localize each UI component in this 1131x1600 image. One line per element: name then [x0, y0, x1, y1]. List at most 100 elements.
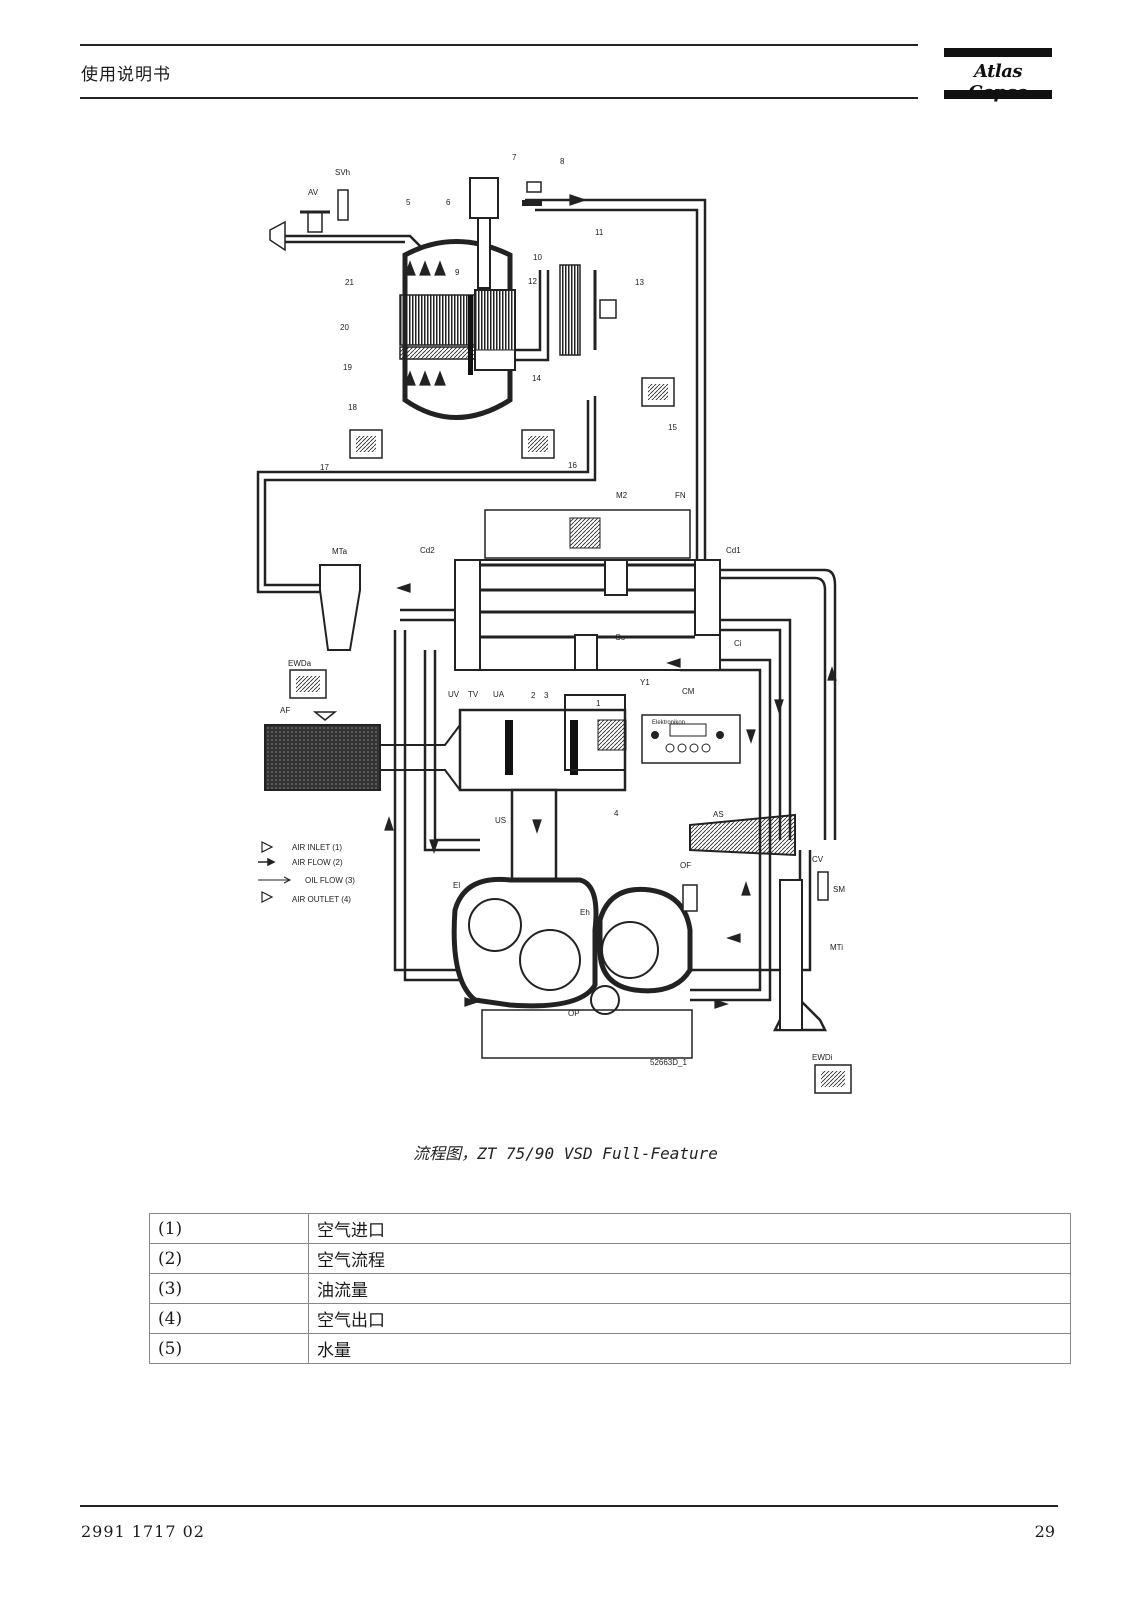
- label-y1: Y1: [640, 678, 650, 687]
- callout-7: 7: [512, 153, 517, 162]
- air-outlet-arrow-icon: [269, 220, 286, 252]
- callout-11: 11: [595, 228, 604, 237]
- legend-key: (3): [149, 1273, 309, 1304]
- legend-row: (1) 空气进口: [149, 1213, 1071, 1244]
- label-cd2: Cd2: [420, 546, 435, 555]
- label-ewda: EWDa: [288, 659, 312, 668]
- key-filled-arrow-icon: [258, 857, 276, 867]
- legend-table: (1) 空气进口 (2) 空气流程 (3) 油流量 (4) 空气出口 (5) 水…: [149, 1213, 1071, 1364]
- label-as: AS: [713, 810, 724, 819]
- gearbox: [481, 1009, 693, 1059]
- drain-valve-icon: [469, 177, 499, 219]
- key-air-inlet: AIR INLET (1): [292, 843, 342, 852]
- callout-8: 8: [560, 157, 565, 166]
- legend-value: 空气出口: [308, 1303, 1071, 1334]
- logo-bar-top: [944, 48, 1052, 57]
- label-ua: UA: [493, 690, 505, 699]
- drain-valve-15-icon: [641, 377, 675, 407]
- check-valve-icon: [526, 181, 542, 193]
- callout-6: 6: [446, 198, 451, 207]
- label-fn: FN: [675, 491, 686, 500]
- oil-pump-icon: [590, 985, 620, 1015]
- label-uv: UV: [448, 690, 460, 699]
- air-filter: [264, 724, 381, 791]
- label-cv: CV: [812, 855, 824, 864]
- callout-3: 3: [544, 691, 549, 700]
- intercooler-separator: [779, 879, 803, 1031]
- key-air-outlet: AIR OUTLET (4): [292, 895, 351, 904]
- solenoid-valve-icon: [597, 719, 627, 751]
- drain-valve-16-icon: [521, 429, 555, 459]
- label-ci: Ci: [734, 639, 742, 648]
- callout-2: 2: [531, 691, 536, 700]
- label-us: US: [495, 816, 506, 825]
- safety-valve-icon: [337, 189, 349, 221]
- label-mta: MTa: [332, 547, 348, 556]
- key-outlet-arrow-icon: [261, 891, 274, 903]
- low-pressure-element: [451, 876, 599, 1009]
- manual-title: 使用说明书: [81, 65, 171, 85]
- label-sm: SM: [833, 885, 845, 894]
- key-air-flow: AIR FLOW (2): [292, 858, 343, 867]
- callout-20: 20: [340, 323, 349, 332]
- logo-bar-bottom: [944, 90, 1052, 99]
- callout-15: 15: [668, 423, 677, 432]
- legend-value: 水量: [308, 1333, 1071, 1364]
- legend-key: (2): [149, 1243, 309, 1274]
- document-number: 2991 1717 02: [81, 1522, 205, 1541]
- callout-21: 21: [345, 278, 354, 287]
- callout-1: 1: [596, 699, 601, 708]
- atlas-copco-logo: Atlas Copco: [944, 48, 1052, 103]
- water-separator-icon: [319, 564, 361, 651]
- label-tv: TV: [468, 690, 479, 699]
- page-number: 29: [1034, 1522, 1055, 1541]
- label-cd1: Cd1: [726, 546, 741, 555]
- callout-13: 13: [635, 278, 644, 287]
- callout-19: 19: [343, 363, 352, 372]
- label-of: OF: [680, 861, 691, 870]
- callout-4: 4: [614, 809, 619, 818]
- callout-16: 16: [568, 461, 577, 470]
- dryer-cooler: [559, 264, 581, 356]
- callout-5: 5: [406, 198, 411, 207]
- aftercooler: [689, 813, 796, 857]
- flow-diagram: AIR INLET (1) AIR FLOW (2) OIL FLOW (3) …: [250, 150, 880, 1125]
- header-rule-top: [80, 44, 918, 46]
- legend-value: 空气进口: [308, 1213, 1071, 1244]
- label-mti: MTi: [830, 943, 843, 952]
- legend-value: 空气流程: [308, 1243, 1071, 1274]
- legend-row: (3) 油流量: [149, 1273, 1071, 1304]
- legend-row: (4) 空气出口: [149, 1303, 1071, 1334]
- legend-key: (5): [149, 1333, 309, 1364]
- drawing-id: 52663D_1: [650, 1058, 687, 1067]
- high-pressure-element: [597, 886, 693, 994]
- legend-row: (2) 空气流程: [149, 1243, 1071, 1274]
- label-el: El: [453, 881, 460, 890]
- flow-diagram-svg: AIR INLET (1) AIR FLOW (2) OIL FLOW (3) …: [256, 153, 852, 1094]
- header-rule-bottom: [80, 97, 918, 99]
- key-line-arrow-icon: [258, 876, 292, 884]
- drain-valve-17-icon: [349, 429, 383, 459]
- callout-10: 10: [533, 253, 542, 262]
- footer-rule: [80, 1505, 1058, 1507]
- label-co: Co: [615, 633, 626, 642]
- label-panel: Elektronikon: [652, 720, 685, 726]
- av-valve-icon: [307, 211, 323, 233]
- callout-12: 12: [528, 277, 537, 286]
- callout-17: 17: [320, 463, 329, 472]
- legend-key: (1): [149, 1213, 309, 1244]
- legend-value: 油流量: [308, 1273, 1071, 1304]
- air-inlet-icon: [312, 711, 338, 721]
- figure-caption: 流程图，ZT 75/90 VSD Full-Feature: [413, 1144, 718, 1163]
- label-cm: CM: [682, 687, 695, 696]
- sm-sensor-icon: [817, 871, 829, 901]
- label-svh: SVh: [335, 168, 350, 177]
- callout-9: 9: [455, 268, 460, 277]
- label-op: OP: [568, 1009, 580, 1018]
- label-ewdi: EWDi: [812, 1053, 833, 1062]
- oil-filter-icon: [682, 884, 698, 912]
- callout-18: 18: [348, 403, 357, 412]
- key-hollow-arrow-icon: [261, 841, 274, 853]
- label-av: AV: [308, 188, 319, 197]
- fan-motor-icon: [569, 517, 601, 549]
